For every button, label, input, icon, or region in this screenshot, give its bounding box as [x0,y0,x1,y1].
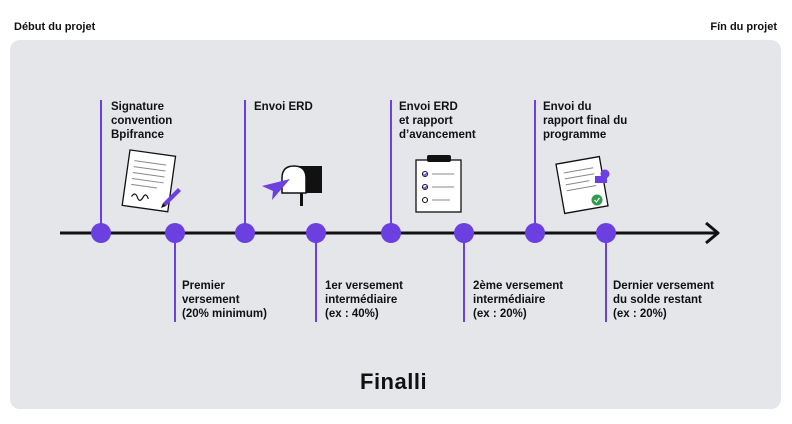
project-start-label: Début du projet [14,21,96,33]
timeline-arrowhead [705,221,720,245]
milestone-dot [596,223,616,243]
project-end-label: Fín du projet [710,21,777,33]
clipboard-checklist-icon [415,155,462,213]
milestone-dot [235,223,255,243]
pen-icon [161,188,181,208]
milestone-dot [454,223,474,243]
milestone-dot [306,223,326,243]
step-erd-report-label: Envoi ERD et rapport d’avancement [399,101,476,141]
step-erd-label: Envoi ERD [254,101,313,113]
signed-contract-icon [121,149,177,213]
milestone-dot [525,223,545,243]
paper-plane-icon [262,179,290,200]
payment-intermediate-2-label: 2ème versement intermédiaire (ex : 20%) [473,280,564,320]
mailbox-icon [262,165,322,206]
approved-document-icon [555,155,609,215]
milestone-dot [91,223,111,243]
step-signature-label: Signature convention Bpifrance [111,101,173,141]
milestone-dot [381,223,401,243]
payment-final-label: Dernier versement du solde restant (ex :… [613,280,714,320]
brand-logo: Finalli [360,369,428,394]
payment-first-label: Premier versement (20% minimum) [182,280,267,320]
payment-intermediate-1-label: 1er versement intermédiaire (ex : 40%) [325,280,403,320]
milestone-dot [165,223,185,243]
step-final-report-label: Envoi du rapport final du programme [543,101,628,141]
stamp-icon [591,169,610,206]
